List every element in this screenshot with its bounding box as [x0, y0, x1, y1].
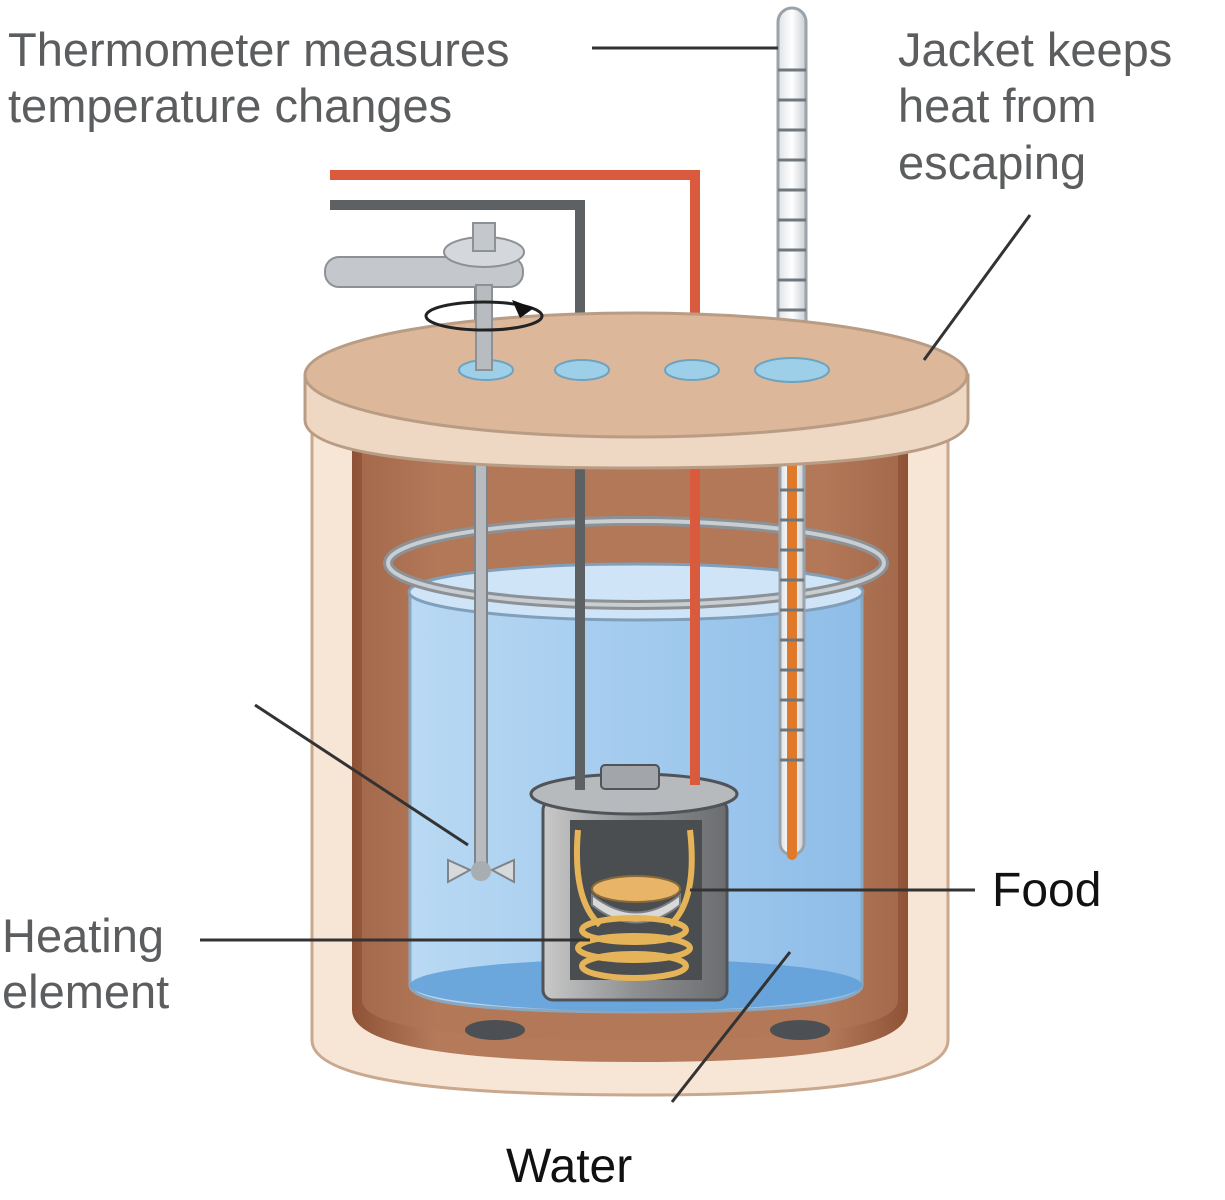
- label-jacket-line2: heat from: [898, 79, 1097, 133]
- label-heating-line1: Heating: [2, 909, 164, 962]
- heating-coil-icon: [573, 829, 695, 981]
- lid: [303, 311, 970, 470]
- label-thermometer-line1: Thermometer measures: [8, 23, 510, 76]
- label-jacket-line1: Jacket keeps: [898, 23, 1173, 76]
- label-food: Food: [992, 864, 1102, 917]
- label-jacket-line3: escaping: [898, 135, 1087, 189]
- leader-lines: [200, 46, 1032, 1103]
- label-thermometer-line2: temperature changes: [8, 79, 453, 133]
- stirrer-motor-icon: [324, 222, 544, 371]
- label-heating-element: Heating element: [2, 908, 169, 1021]
- label-heating-line2: element: [2, 965, 170, 1019]
- wires: [330, 170, 700, 790]
- bomb-vessel: [529, 764, 739, 1002]
- label-thermometer: Thermometer measures temperature changes: [8, 22, 510, 135]
- food-icon: [591, 875, 681, 903]
- label-jacket: Jacket keeps heat from escaping: [898, 22, 1172, 191]
- thermometer: [776, 6, 808, 860]
- label-water: Water: [506, 1140, 633, 1193]
